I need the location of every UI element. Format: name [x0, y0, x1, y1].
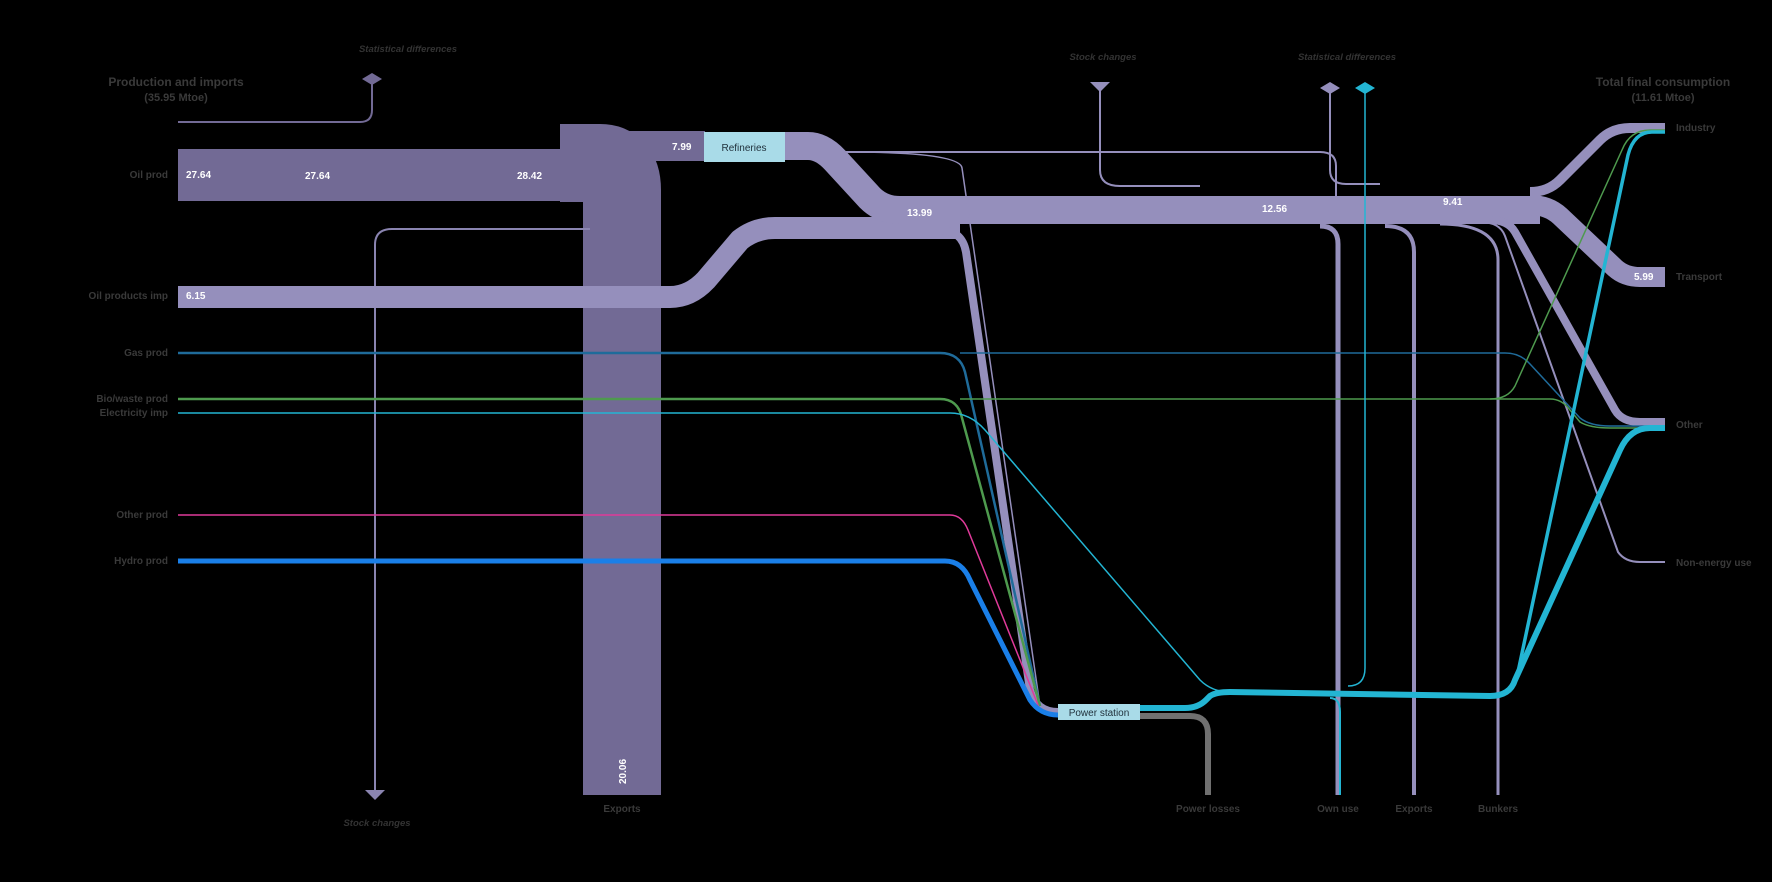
- flow-other-prod: [178, 514, 1041, 711]
- flow-stock-changes-left: [374, 228, 590, 790]
- source-hydro-prod: Hydro prod: [114, 556, 168, 567]
- sink-industry: Industry: [1676, 123, 1716, 134]
- bottom-exports-left: Exports: [603, 804, 641, 815]
- source-gas-prod: Gas prod: [124, 348, 168, 359]
- stat-diff-right-purple-diamond: [1320, 82, 1340, 94]
- stock-changes-right-arrow: [1090, 82, 1110, 92]
- flow-stock-changes-right: [1099, 88, 1200, 187]
- value-products-c: 9.41: [1443, 197, 1463, 208]
- right-header: Total final consumption (11.61 Mtoe): [1596, 75, 1730, 104]
- sink-non-energy-use: Non-energy use: [1676, 558, 1752, 569]
- top-stat-diff-left-label: Statistical differences: [359, 44, 457, 55]
- value-refinery-in: 7.99: [672, 142, 692, 153]
- flow-bunkers: [1439, 222, 1500, 795]
- sink-transport: Transport: [1676, 272, 1723, 283]
- bottom-power-losses: Power losses: [1176, 804, 1240, 815]
- stock-changes-left-arrow: [365, 790, 385, 800]
- flow-power-own-use: [1329, 697, 1341, 795]
- left-header: Production and imports (35.95 Mtoe): [108, 75, 244, 104]
- left-title: Production and imports: [108, 75, 244, 89]
- bottom-own-use: Own use: [1317, 804, 1359, 815]
- flow-refinery-out: [785, 132, 1540, 224]
- top-stat-diff-right-label: Statistical differences: [1298, 52, 1396, 63]
- flow-hydro: [178, 558, 1059, 718]
- flow-thin-power: [844, 151, 1041, 707]
- flow-products-power: [939, 226, 1059, 716]
- sink-other: Other: [1676, 420, 1703, 431]
- flow-gas: [178, 351, 1042, 707]
- value-oil-products-imp: 6.15: [186, 291, 206, 302]
- source-other-prod: Other prod: [116, 510, 168, 521]
- right-title: Total final consumption: [1596, 75, 1730, 89]
- bottom-stock-changes: Stock changes: [343, 818, 410, 829]
- flow-bio-industry: [1489, 129, 1665, 400]
- flow-industry-products: [1529, 123, 1665, 197]
- flow-bio-other: [960, 398, 1665, 429]
- node-power-station[interactable]: Power station: [1058, 704, 1140, 720]
- flow-other-products: [1489, 216, 1665, 426]
- node-refineries-label: Refineries: [721, 143, 766, 154]
- flow-power-industry: [1489, 130, 1665, 698]
- left-total: (35.95 Mtoe): [144, 92, 208, 104]
- value-exports-left: 20.06: [618, 759, 629, 784]
- node-refineries[interactable]: Refineries: [704, 132, 785, 162]
- right-total: (11.61 Mtoe): [1632, 92, 1695, 104]
- flow-non-energy: [1479, 221, 1665, 563]
- value-transport: 5.99: [1634, 272, 1654, 283]
- value-products-b: 12.56: [1262, 204, 1287, 215]
- value-products-a: 13.99: [907, 208, 932, 219]
- source-oil-products-imp: Oil products imp: [89, 291, 168, 302]
- flow-exports-right: [1384, 224, 1416, 795]
- flow-own-use-products: [1319, 223, 1341, 795]
- flow-crude-exports: [560, 124, 661, 795]
- flow-transport: [1529, 195, 1665, 287]
- flow-stat-diff-right-purple: [1329, 92, 1380, 185]
- flow-oil-products-imp: [178, 217, 960, 308]
- source-oil-prod: Oil prod: [130, 170, 168, 181]
- node-power-station-label: Power station: [1069, 708, 1130, 719]
- source-bio-waste-prod: Bio/waste prod: [96, 394, 168, 405]
- bottom-exports-right: Exports: [1395, 804, 1433, 815]
- flow-gas-other: [960, 352, 1665, 427]
- flow-refinery-thin: [845, 151, 1337, 210]
- value-oil-prod-b: 27.64: [305, 171, 330, 182]
- flow-bio: [178, 397, 1042, 707]
- value-oil-prod-c: 28.42: [517, 171, 542, 182]
- value-oil-prod-a: 27.64: [186, 170, 211, 181]
- flow-stat-diff-left: [178, 82, 373, 123]
- flow-electricity-imp: [178, 412, 1260, 693]
- stat-diff-right-cyan-diamond: [1355, 82, 1375, 94]
- flows: [178, 82, 1665, 800]
- flow-stat-diff-right-cyan: [1347, 92, 1366, 687]
- stat-diff-left-diamond: [362, 73, 382, 85]
- flow-power-losses: [1140, 713, 1211, 795]
- top-stock-changes-label: Stock changes: [1069, 52, 1136, 63]
- source-electricity-imp: Electricity imp: [100, 408, 168, 419]
- flow-power-electricity: [1140, 425, 1665, 711]
- bottom-bunkers: Bunkers: [1478, 804, 1518, 815]
